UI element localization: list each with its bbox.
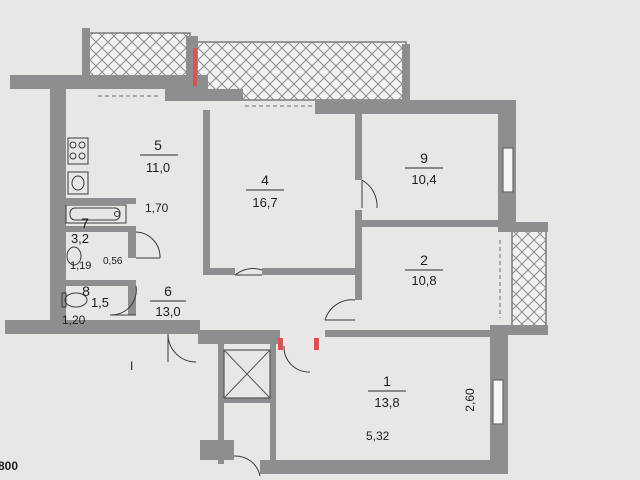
interior-walls <box>66 110 505 464</box>
room-number: 2 <box>420 252 428 268</box>
room-number: 9 <box>420 150 428 166</box>
room-number: 1 <box>383 373 391 389</box>
room-5: 5 11,0 <box>140 137 178 175</box>
dimension-wc: 1,20 <box>62 313 86 327</box>
stove-icon <box>67 137 89 165</box>
room-area: 1,5 <box>91 295 109 310</box>
room-2: 2 10,8 <box>405 252 443 288</box>
dimension-door: 0,56 <box>103 256 123 267</box>
balcony-top <box>85 32 407 101</box>
room-area: 10,4 <box>411 172 436 187</box>
bathtub-icon <box>65 204 127 224</box>
room-6: 6 13,0 <box>150 283 186 319</box>
room-area: 3,2 <box>71 231 89 246</box>
room-area: 11,0 <box>146 160 170 175</box>
room-area: 13,0 <box>155 304 180 319</box>
room-area: 10,8 <box>411 273 436 288</box>
toilet-icon <box>61 292 88 308</box>
sink-icon <box>67 171 89 195</box>
room-area: 13,8 <box>374 395 399 410</box>
room-number: 6 <box>164 283 172 299</box>
room-area: 16,7 <box>252 195 277 210</box>
door-marks <box>193 48 319 350</box>
room-number: 7 <box>81 215 89 231</box>
balcony-openings <box>98 95 501 318</box>
room-9: 9 10,4 <box>405 150 443 187</box>
balcony-right <box>511 224 547 328</box>
room-7: 7 3,2 <box>71 215 89 246</box>
windows <box>492 147 514 425</box>
room-4: 4 16,7 <box>246 172 284 210</box>
doors <box>109 179 378 477</box>
room-number: 8 <box>82 283 90 299</box>
dimension-edge: 800 <box>0 459 18 473</box>
dimension-room1-length: 5,32 <box>366 429 390 443</box>
dimension-mark: I <box>130 359 133 373</box>
room-1: 1 13,8 <box>368 373 406 410</box>
exterior-walls <box>5 28 548 474</box>
elevator-shaft <box>223 349 271 399</box>
dimension-corridor: 1,70 <box>145 201 169 215</box>
dimension-bath: 1,19 <box>70 260 91 272</box>
washbasin-icon <box>66 246 82 266</box>
dimension-room1-width: 2,60 <box>463 388 477 412</box>
room-8: 8 1,5 <box>82 283 109 310</box>
room-number: 5 <box>154 137 162 153</box>
room-number: 4 <box>261 172 269 188</box>
